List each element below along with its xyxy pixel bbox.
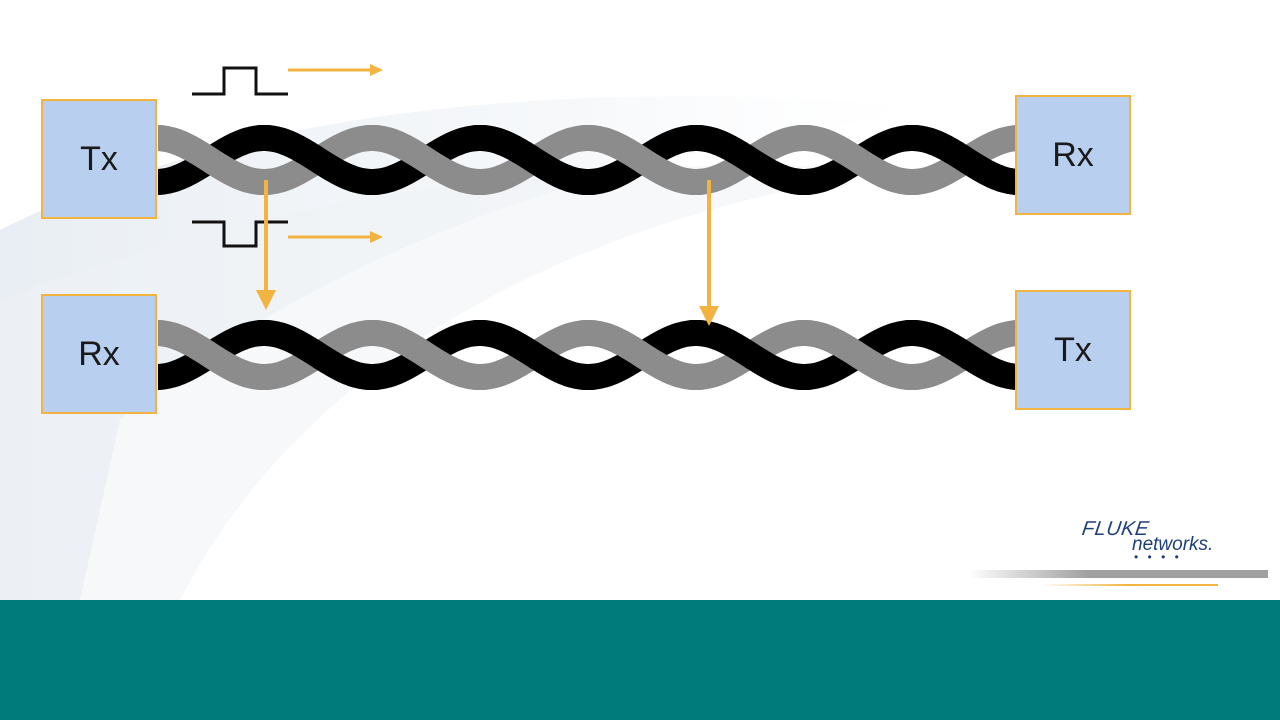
top-twisted-pair [158,125,1016,195]
cable-diagram [158,64,1016,390]
wire-crossing-segment [580,125,704,195]
wire-crossing-segment [472,320,596,390]
wire-crossing-segment [688,125,812,195]
wire-crossing-segment [472,125,596,195]
bottom-left-label: Rx [78,334,120,373]
bottom-left-receiver-box: Rx [41,294,157,414]
logo-sub-text: networks. [1132,534,1214,555]
crosstalk-arrow-far [699,180,719,326]
signal-direction-arrow-bottom [288,231,383,243]
top-left-label: Tx [80,139,118,178]
wire-crossing-segment [904,125,1016,195]
footer-band [0,600,1280,720]
background-swoosh [0,96,980,600]
footer-divider-gold [1040,584,1218,586]
wire-crossing-segment [158,125,272,195]
wire-crossing-segment [256,320,380,390]
wire-crossing-segment [364,320,488,390]
footer-divider-gray [968,570,1268,578]
top-right-receiver-box: Rx [1015,95,1131,215]
wire-crossing-segment [158,320,272,390]
bottom-right-transmitter-box: Tx [1015,290,1131,410]
wire-crossing-segment [904,320,1016,390]
top-left-transmitter-box: Tx [41,99,157,219]
bottom-twisted-pair [158,320,1016,390]
crosstalk-arrow-near [256,180,276,310]
wire-crossing-segment [796,125,920,195]
bottom-right-label: Tx [1054,330,1092,369]
wire-crossing-segment [580,320,704,390]
positive-pulse-icon [192,66,288,96]
signal-direction-arrow-top [288,64,383,76]
logo-dots: • • • • [1134,550,1182,564]
fluke-networks-logo: FLUKE networks. • • • • [1076,516,1236,564]
wire-crossing-segment [688,320,812,390]
wire-crossing-segment [796,320,920,390]
wire-crossing-segment [256,125,380,195]
wire-crossing-segment [364,125,488,195]
negative-pulse-icon [192,220,288,248]
top-right-label: Rx [1052,135,1094,174]
